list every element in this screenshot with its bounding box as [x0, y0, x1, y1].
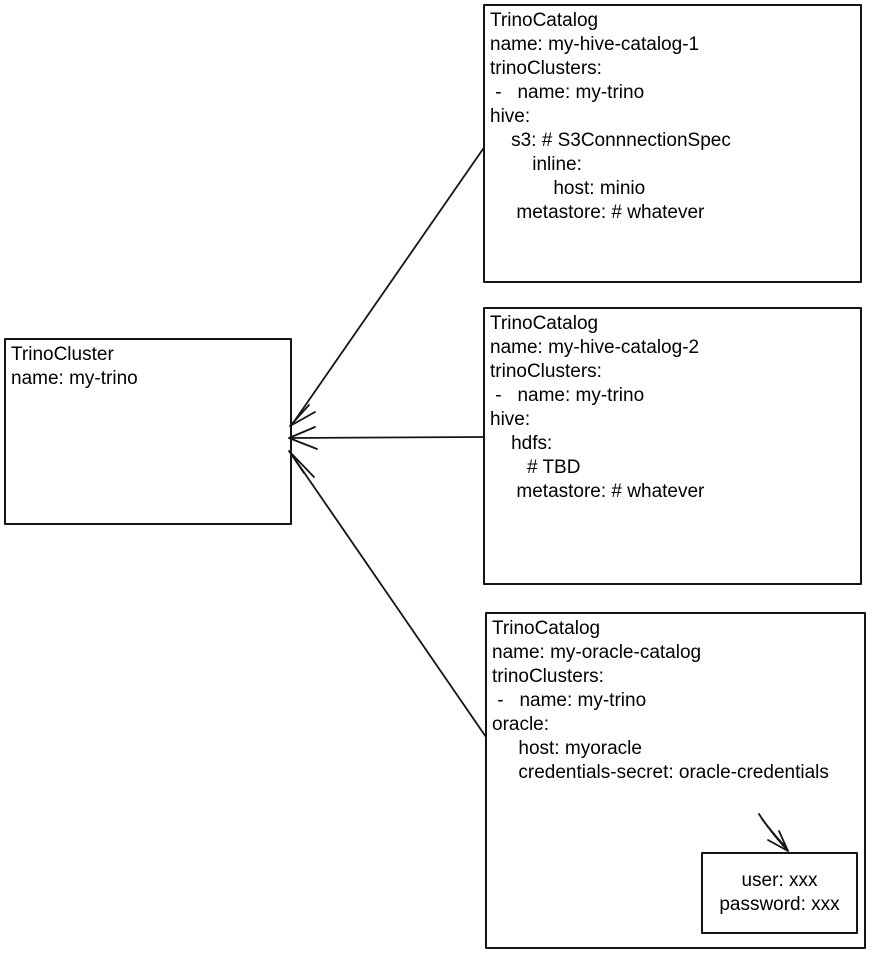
text-line: TrinoCatalog	[490, 313, 599, 334]
text-line: TrinoCatalog	[490, 10, 599, 31]
text-line: - name: my-trino	[490, 385, 645, 406]
text-line: name: my-trino	[11, 368, 138, 389]
credentials-secret-box: user: xxx password: xxx	[701, 852, 858, 934]
trinocluster-box: TrinoCluster name: my-trino	[4, 338, 292, 525]
text-line: TrinoCluster	[11, 344, 114, 365]
text-line: name: my-hive-catalog-2	[490, 337, 700, 358]
text-line: s3: # S3ConnnectionSpec	[490, 130, 731, 151]
trinocatalog-hive-2-box: TrinoCatalog name: my-hive-catalog-2 tri…	[483, 307, 862, 585]
trinocatalog-oracle-box: TrinoCatalog name: my-oracle-catalog tri…	[485, 612, 866, 949]
text-line: host: minio	[490, 178, 646, 199]
arrowhead-catalog3	[288, 450, 315, 478]
text-line: trinoClusters:	[490, 361, 602, 382]
text-line: host: myoracle	[492, 738, 642, 759]
connector-catalog1-to-cluster	[290, 148, 484, 427]
arrowhead-catalog2	[288, 426, 318, 450]
text-line: trinoClusters:	[492, 666, 604, 687]
text-line: metastore: # whatever	[490, 202, 705, 223]
text-line: hdfs:	[490, 433, 553, 454]
text-line: hive:	[490, 106, 531, 127]
text-line: # TBD	[490, 457, 581, 478]
connector-catalog2-to-cluster	[289, 436, 484, 439]
trinocatalog-hive-1-box: TrinoCatalog name: my-hive-catalog-1 tri…	[483, 4, 862, 283]
text-line: - name: my-trino	[490, 82, 645, 103]
text-line: credentials-secret: oracle-credentials	[492, 762, 829, 783]
connector-catalog3-to-cluster	[289, 451, 487, 738]
text-line: password: xxx	[719, 894, 840, 915]
text-line: hive:	[490, 409, 531, 430]
text-line: oracle:	[492, 714, 550, 735]
text-line: user: xxx	[741, 870, 818, 891]
text-line: name: my-oracle-catalog	[492, 642, 702, 663]
text-line: - name: my-trino	[492, 690, 647, 711]
text-line: TrinoCatalog	[492, 618, 601, 639]
arrowhead-catalog1	[289, 404, 316, 427]
text-line: metastore: # whatever	[490, 481, 705, 502]
text-line: inline:	[490, 154, 582, 175]
text-line: trinoClusters:	[490, 58, 602, 79]
text-line: name: my-hive-catalog-1	[490, 34, 700, 55]
